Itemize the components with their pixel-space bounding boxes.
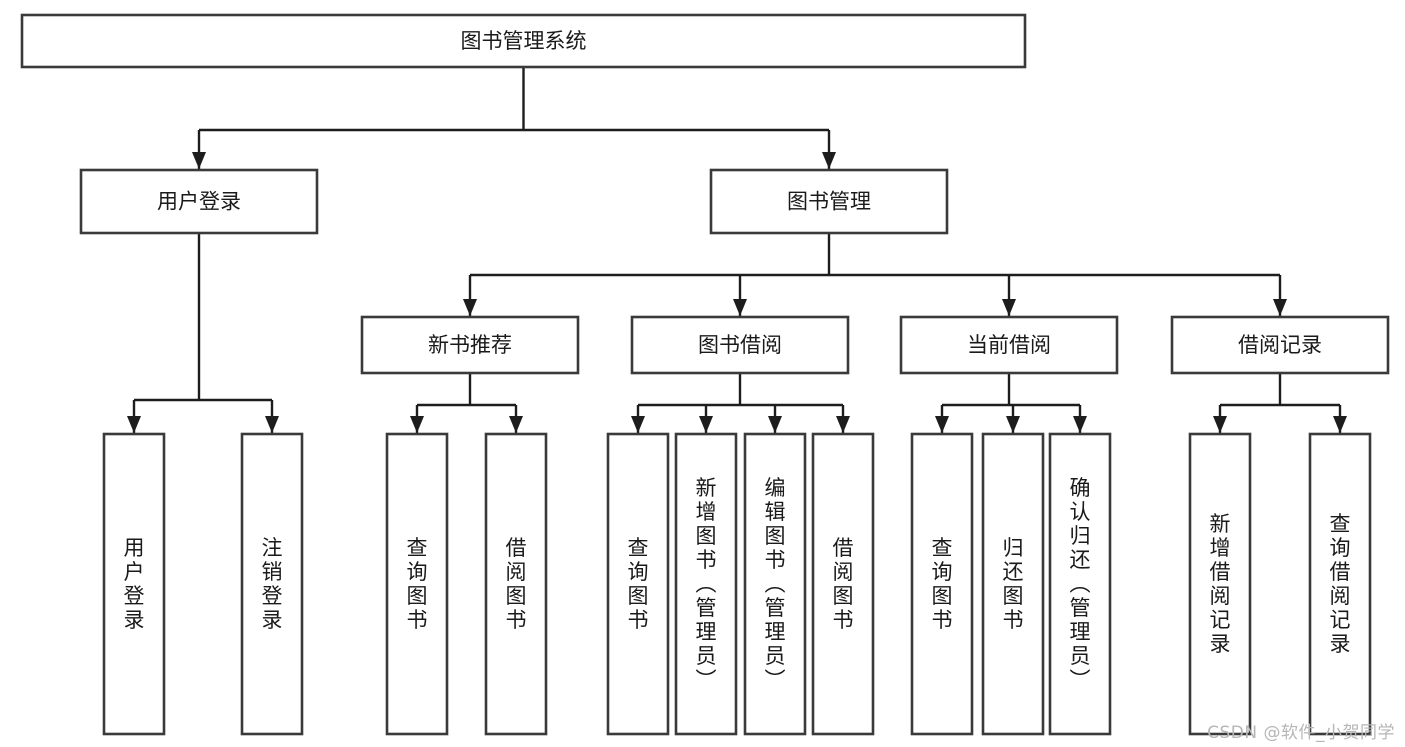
arrow-head-icon [836, 416, 850, 433]
node-label: 图书管理 [787, 190, 871, 214]
node-box[interactable] [385, 432, 449, 736]
arrow-head-icon [192, 152, 206, 169]
arrow-head-icon [127, 416, 141, 433]
node-label: 归还图书 [1003, 536, 1024, 632]
node-label: 编辑图书︵管理员︶ [765, 476, 786, 692]
arrow-head-icon [463, 299, 477, 316]
node-label: 借阅图书 [833, 536, 854, 632]
node-box[interactable] [606, 432, 670, 736]
node-box[interactable] [981, 432, 1045, 736]
node-box[interactable] [630, 315, 850, 375]
node-label: 图书借阅 [698, 333, 782, 357]
arrow-head-icon [631, 416, 645, 433]
node-label: 图书管理系统 [461, 29, 587, 53]
node-label: 注销登录 [262, 536, 283, 632]
node-label: 查询图书 [407, 536, 428, 632]
node-label: 新增图书︵管理员︶ [696, 476, 717, 692]
node-leaf-query-book-current[interactable]: 查询图书 [910, 432, 974, 736]
node-box[interactable] [709, 168, 949, 235]
arrow-head-icon [1073, 416, 1087, 433]
node-label: 查询借阅记录 [1330, 512, 1351, 656]
node-box[interactable] [20, 13, 1027, 69]
arrow-head-icon [733, 299, 747, 316]
node-leaf-borrow-book-rec[interactable]: 借阅图书 [484, 432, 548, 736]
arrow-head-icon [1002, 299, 1016, 316]
node-current-borrow[interactable]: 当前借阅 [899, 315, 1119, 375]
node-box[interactable] [811, 432, 875, 736]
node-borrow-record[interactable]: 借阅记录 [1170, 315, 1390, 375]
node-label: 借阅图书 [506, 536, 527, 632]
node-box[interactable] [360, 315, 580, 375]
node-box[interactable] [899, 315, 1119, 375]
node-label: 新书推荐 [428, 333, 512, 357]
node-label: 查询图书 [932, 536, 953, 632]
node-label: 新增借阅记录 [1210, 512, 1231, 656]
node-leaf-edit-book-admin[interactable]: 编辑图书︵管理员︶ [743, 432, 807, 736]
node-label: 借阅记录 [1238, 333, 1322, 357]
arrow-head-icon [822, 152, 836, 169]
node-label: 确认归还︵管理员︶ [1070, 476, 1091, 692]
node-leaf-confirm-return-admin[interactable]: 确认归还︵管理员︶ [1048, 432, 1112, 736]
node-box[interactable] [240, 432, 304, 736]
node-box[interactable] [102, 432, 166, 736]
node-box[interactable] [1048, 432, 1112, 736]
arrow-head-icon [410, 416, 424, 433]
node-label: 查询图书 [628, 536, 649, 632]
node-label: 用户登录 [157, 190, 241, 214]
node-book-management[interactable]: 图书管理 [709, 168, 949, 235]
node-leaf-add-borrow-record[interactable]: 新增借阅记录 [1188, 432, 1252, 736]
arrow-head-icon [1273, 299, 1287, 316]
nodes-layer: 图书管理系统用户登录图书管理新书推荐图书借阅当前借阅借阅记录用户登录注销登录查询… [20, 13, 1390, 736]
node-root[interactable]: 图书管理系统 [20, 13, 1027, 69]
node-box[interactable] [674, 432, 738, 736]
node-box[interactable] [910, 432, 974, 736]
arrow-head-icon [265, 416, 279, 433]
node-box[interactable] [1170, 315, 1390, 375]
node-leaf-query-borrow-record[interactable]: 查询借阅记录 [1308, 432, 1372, 736]
node-leaf-user-login[interactable]: 用户登录 [102, 432, 166, 736]
node-box[interactable] [743, 432, 807, 736]
node-leaf-logout[interactable]: 注销登录 [240, 432, 304, 736]
arrow-head-icon [699, 416, 713, 433]
node-user-login[interactable]: 用户登录 [79, 168, 319, 235]
node-leaf-query-book-borrow[interactable]: 查询图书 [606, 432, 670, 736]
node-label: 当前借阅 [967, 333, 1051, 357]
node-new-book-recommend[interactable]: 新书推荐 [360, 315, 580, 375]
node-box[interactable] [484, 432, 548, 736]
node-label: 用户登录 [124, 536, 145, 632]
arrow-head-icon [935, 416, 949, 433]
node-leaf-borrow-book[interactable]: 借阅图书 [811, 432, 875, 736]
arrow-head-icon [1006, 416, 1020, 433]
connectors-layer [127, 67, 1347, 433]
arrow-head-icon [1333, 416, 1347, 433]
node-leaf-add-book-admin[interactable]: 新增图书︵管理员︶ [674, 432, 738, 736]
node-box[interactable] [1308, 432, 1372, 736]
arrow-head-icon [1213, 416, 1227, 433]
node-box[interactable] [79, 168, 319, 235]
node-box[interactable] [1188, 432, 1252, 736]
node-leaf-query-book-rec[interactable]: 查询图书 [385, 432, 449, 736]
node-leaf-return-book[interactable]: 归还图书 [981, 432, 1045, 736]
node-book-borrow[interactable]: 图书借阅 [630, 315, 850, 375]
arrow-head-icon [768, 416, 782, 433]
arrow-head-icon [509, 416, 523, 433]
